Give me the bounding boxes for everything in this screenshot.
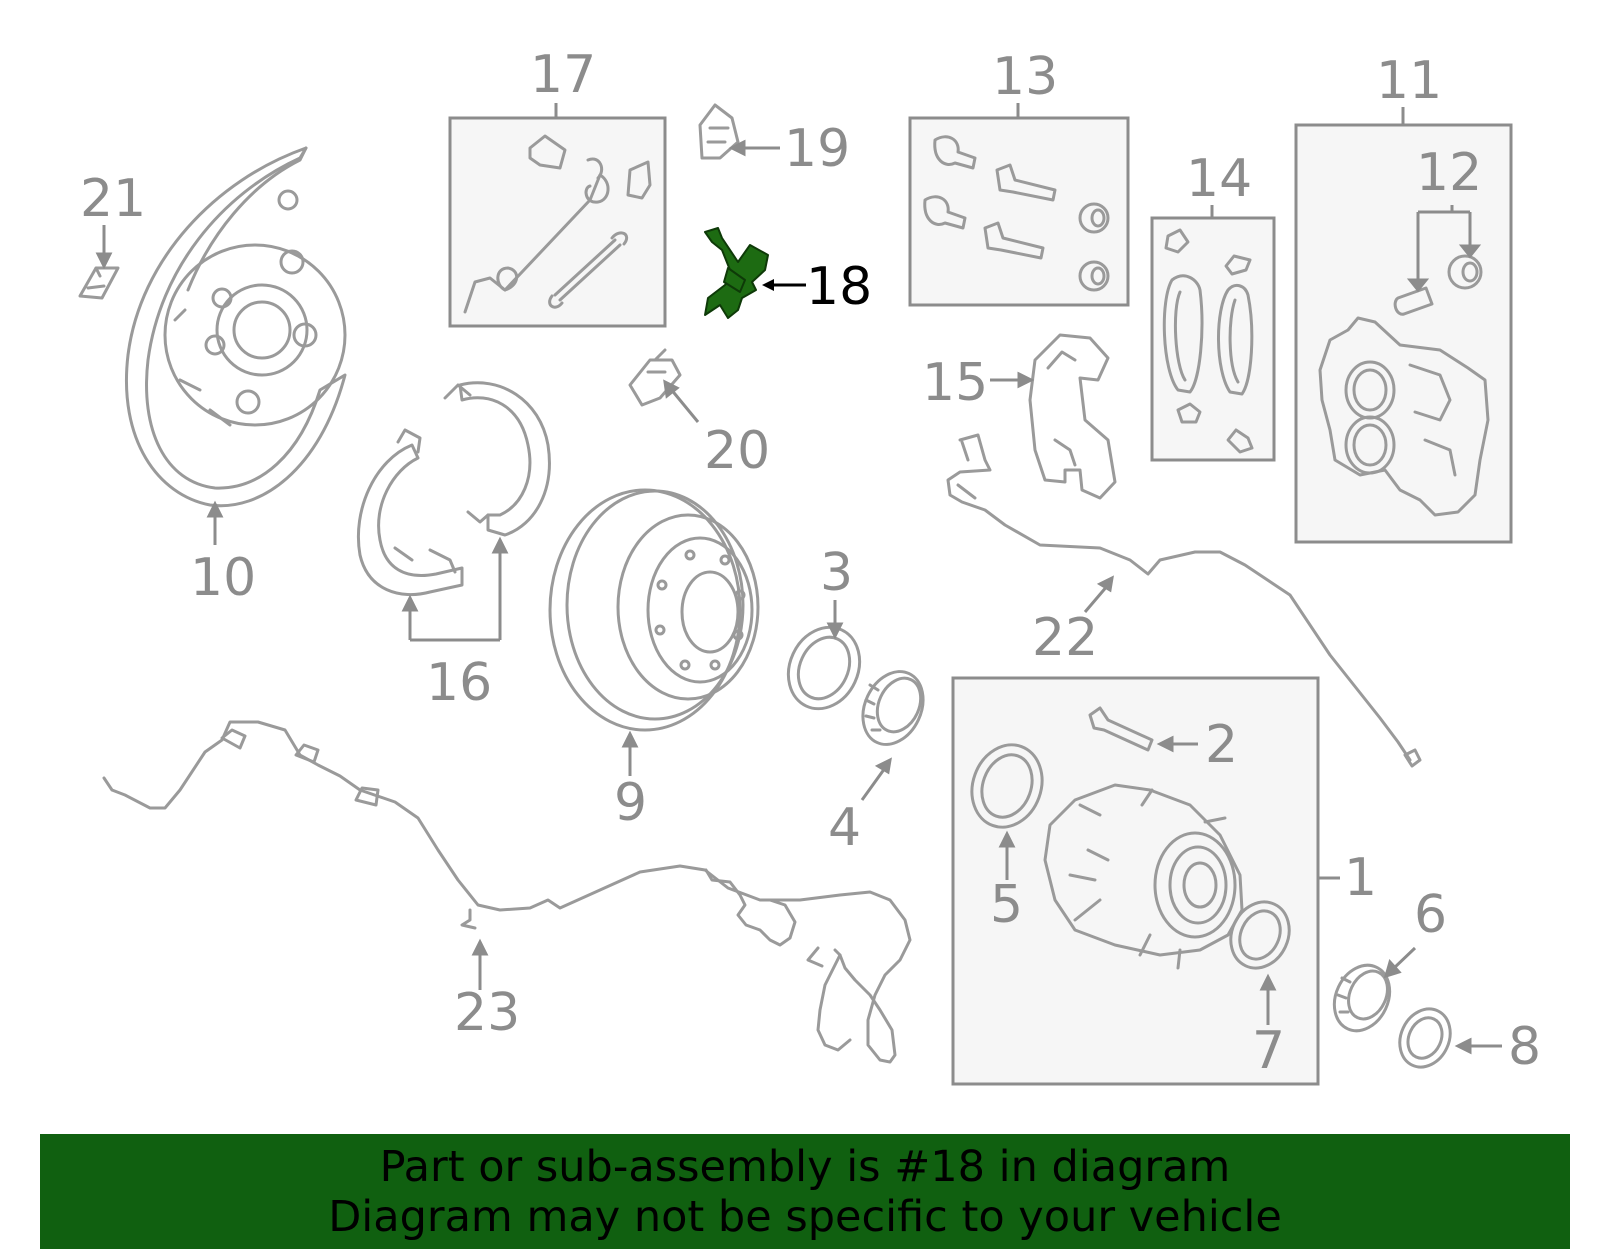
clip-19-part: [698, 103, 740, 160]
callout-17: 17: [530, 45, 596, 105]
bolt-kit-13-part: [923, 135, 1110, 292]
caliper-11-part: [1318, 316, 1490, 517]
leader-lines: [95, 103, 1502, 1055]
seal-5-part: [970, 743, 1044, 829]
sensor-harness-23-part: [102, 720, 912, 1064]
seal-8-part: [1398, 1007, 1452, 1069]
callout-3: 3: [820, 543, 853, 603]
brake-rotor-part: [548, 488, 760, 732]
callout-4: 4: [828, 798, 861, 858]
hub-1-part: [1043, 783, 1244, 970]
brake-parts-diagram: 17 13 14 11 12 19 18 21 15 20 10 3 22 16…: [78, 45, 1541, 1086]
caliper-bracket-part: [1028, 333, 1117, 500]
callout-7: 7: [1252, 1021, 1285, 1081]
hardware-kit-part: [463, 134, 652, 314]
callout-19: 19: [784, 119, 850, 179]
box-14: [1150, 216, 1276, 462]
info-banner: Part or sub-assembly is #18 in diagram D…: [40, 1134, 1570, 1249]
brake-pads-14-part: [1162, 228, 1254, 454]
clip-20-part: [628, 348, 682, 407]
parking-brake-shoes-part: [357, 381, 551, 597]
callout-10: 10: [190, 548, 256, 608]
wheel-stud-2-part: [1088, 706, 1154, 752]
banner-line-1: Part or sub-assembly is #18 in diagram: [379, 1141, 1231, 1192]
bearing-6-part: [1332, 963, 1392, 1033]
callout-1: 1: [1344, 848, 1377, 908]
pins-12-part: [1393, 254, 1483, 316]
highlighted-part-18: [704, 227, 769, 319]
callout-16: 16: [426, 653, 492, 713]
callout-8: 8: [1508, 1017, 1541, 1077]
seal-3-part: [786, 625, 862, 711]
box-11: [1294, 123, 1513, 544]
callout-22: 22: [1032, 608, 1098, 668]
callout-21: 21: [80, 169, 146, 229]
brake-line-part: [946, 433, 1422, 768]
banner-line-2: Diagram may not be specific to your vehi…: [328, 1191, 1282, 1242]
callout-15: 15: [922, 353, 988, 413]
callout-5: 5: [990, 875, 1023, 935]
callout-labels: 17 13 14 11 12 19 18 21 15 20 10 3 22 16…: [80, 45, 1541, 1081]
callout-11: 11: [1376, 51, 1442, 111]
callout-23: 23: [454, 983, 520, 1043]
callout-12: 12: [1416, 143, 1482, 203]
callout-18: 18: [806, 257, 872, 317]
callout-2: 2: [1205, 715, 1238, 775]
callout-20: 20: [704, 421, 770, 481]
bearing-4-part: [861, 670, 925, 746]
clip-21-part: [78, 266, 120, 300]
callout-14: 14: [1186, 149, 1252, 209]
seal-7-part: [1229, 900, 1291, 970]
backing-plate-part: [125, 146, 347, 508]
box-17: [448, 116, 667, 328]
callout-13: 13: [992, 47, 1058, 107]
callout-6: 6: [1414, 885, 1447, 945]
callout-9: 9: [614, 773, 647, 833]
